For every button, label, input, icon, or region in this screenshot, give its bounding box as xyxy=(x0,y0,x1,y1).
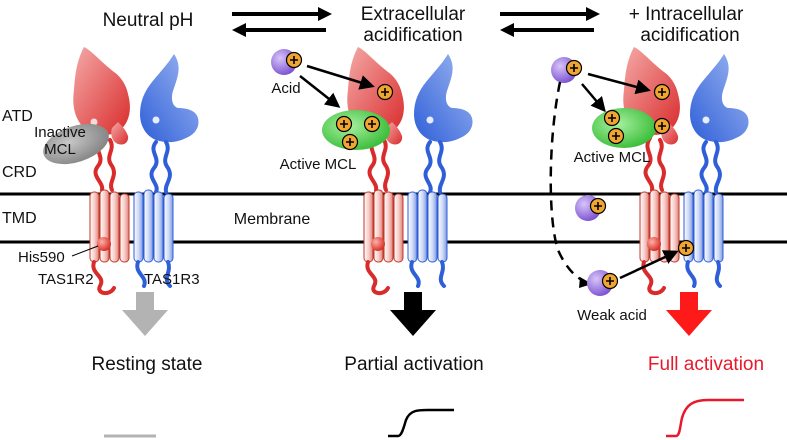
outcome-arrow-partial xyxy=(390,292,436,336)
weak-acid-molecule xyxy=(586,269,619,297)
acid-molecule xyxy=(270,48,303,76)
label-tas1r3: TAS1R3 xyxy=(144,271,200,288)
proton-mcl-3a xyxy=(603,109,621,127)
label-weak-acid: Weak acid xyxy=(577,307,647,324)
receptor-full xyxy=(621,45,751,296)
acid-arrow-mcl xyxy=(299,75,341,108)
outcome-arrow-full xyxy=(666,292,712,336)
trace-partial xyxy=(388,408,454,438)
acid-molecule-membrane xyxy=(574,194,607,222)
label-crd: CRD xyxy=(2,164,37,181)
label-partial-activation: Partial activation xyxy=(344,354,483,375)
label-inactive-mcl-line2: MCL xyxy=(44,141,76,158)
proton-mcl-2a xyxy=(335,115,353,133)
label-atd: ATD xyxy=(2,108,33,125)
proton-mcl-3b xyxy=(607,127,625,145)
weak-acid-arrow xyxy=(619,250,679,280)
proton-mcl-2b xyxy=(341,133,359,151)
label-acid: Acid xyxy=(271,80,300,97)
title-extracellular-line2: acidification xyxy=(363,25,462,46)
equilibrium-arrow-1 xyxy=(232,7,332,37)
title-extracellular-line1: Extracellular xyxy=(361,4,466,25)
label-full-activation: Full activation xyxy=(648,354,764,375)
label-tmd: TMD xyxy=(2,210,37,227)
proton-atd-3 xyxy=(653,83,671,101)
title-neutral-ph: Neutral pH xyxy=(103,10,194,31)
trace-full xyxy=(666,398,744,438)
diffusion-dashed-path xyxy=(549,81,587,284)
title-intracellular-line2: acidification xyxy=(640,25,739,46)
proton-atd-2 xyxy=(376,83,394,101)
acid-arrow-mcl-3 xyxy=(581,83,606,113)
acid-arrow-atd xyxy=(306,64,375,90)
inactive-mcl-shape xyxy=(43,123,109,165)
title-intracellular-line1: + Intracellular xyxy=(629,4,744,25)
label-active-mcl-3: Active MCL xyxy=(574,149,651,166)
outcome-arrow-resting xyxy=(122,292,168,336)
label-resting-state: Resting state xyxy=(92,354,203,375)
proton-intracellular xyxy=(677,239,695,257)
label-membrane: Membrane xyxy=(234,211,311,228)
equilibrium-arrow-2 xyxy=(500,7,600,37)
label-tas1r2: TAS1R2 xyxy=(38,271,94,288)
label-active-mcl-2: Active MCL xyxy=(280,156,357,173)
label-his590: His590 xyxy=(18,249,65,266)
proton-mcl-3c xyxy=(653,117,671,135)
diffusion-arrowhead xyxy=(579,277,592,288)
proton-mcl-2c xyxy=(363,115,381,133)
receptor-resting xyxy=(71,45,201,296)
active-mcl-shape-3 xyxy=(592,108,656,148)
acid-arrow-atd-3 xyxy=(587,72,651,95)
his590-pointer xyxy=(71,245,99,257)
acid-molecule-3 xyxy=(550,56,583,84)
label-inactive-mcl-line1: Inactive xyxy=(34,124,86,141)
